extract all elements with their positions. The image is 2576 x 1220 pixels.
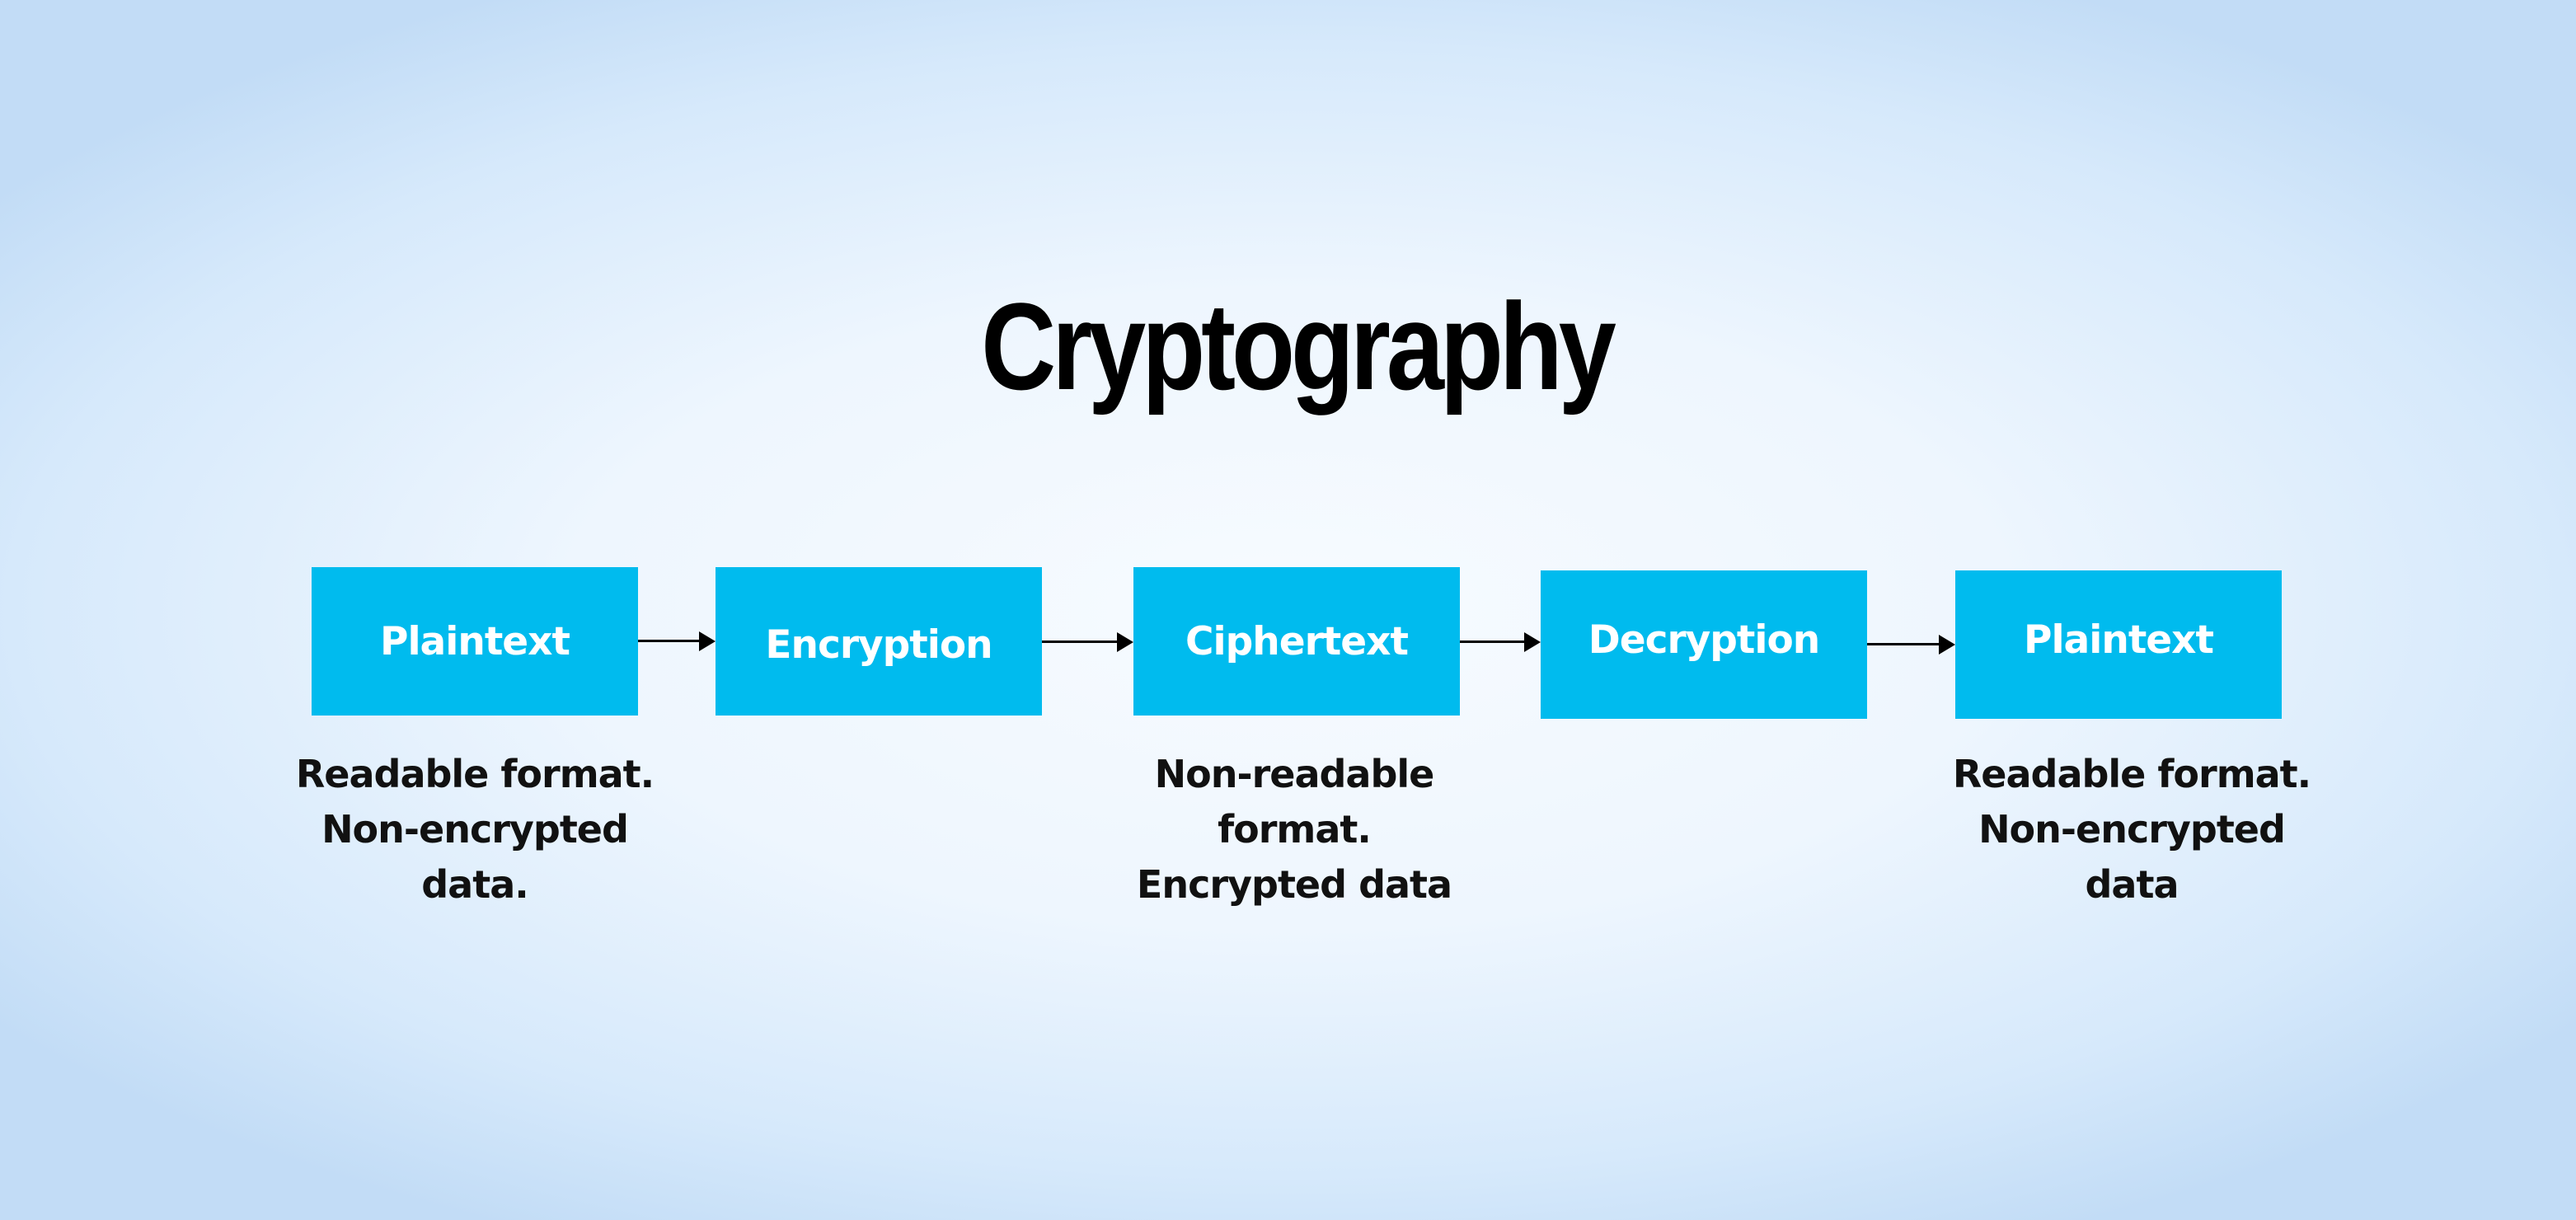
- slide-title: Cryptography: [981, 277, 1616, 415]
- arrow-right-icon: [1867, 635, 1955, 655]
- step-plaintext-output: Plaintext: [1955, 570, 2282, 719]
- caption-ciphertext: Non-readable format. Encrypted data: [1105, 747, 1484, 913]
- caption-line: Encrypted data: [1136, 862, 1452, 907]
- step-label: Plaintext: [2024, 617, 2214, 663]
- caption-line: data: [2085, 862, 2180, 907]
- step-label: Decryption: [1588, 617, 1821, 663]
- arrow-right-icon: [638, 631, 716, 651]
- caption-plaintext-output: Readable format. Non-encrypted data: [1942, 747, 2321, 913]
- step-plaintext-input: Plaintext: [312, 567, 638, 716]
- caption-line: Non-readable: [1154, 752, 1435, 796]
- step-label: Plaintext: [380, 618, 570, 664]
- step-encryption: Encryption: [716, 567, 1042, 716]
- step-ciphertext: Ciphertext: [1133, 567, 1460, 716]
- caption-line: format.: [1218, 807, 1372, 852]
- caption-line: Non-encrypted: [321, 807, 629, 852]
- step-label: Encryption: [765, 622, 992, 668]
- arrow-right-icon: [1460, 632, 1541, 652]
- caption-line: data.: [421, 862, 528, 907]
- arrow-right-icon: [1042, 632, 1133, 652]
- step-decryption: Decryption: [1541, 570, 1867, 719]
- step-label: Ciphertext: [1185, 618, 1409, 664]
- caption-plaintext-input: Readable format. Non-encrypted data.: [285, 747, 664, 913]
- caption-line: Readable format.: [295, 752, 655, 796]
- caption-line: Readable format.: [1952, 752, 2311, 796]
- caption-line: Non-encrypted: [1978, 807, 2286, 852]
